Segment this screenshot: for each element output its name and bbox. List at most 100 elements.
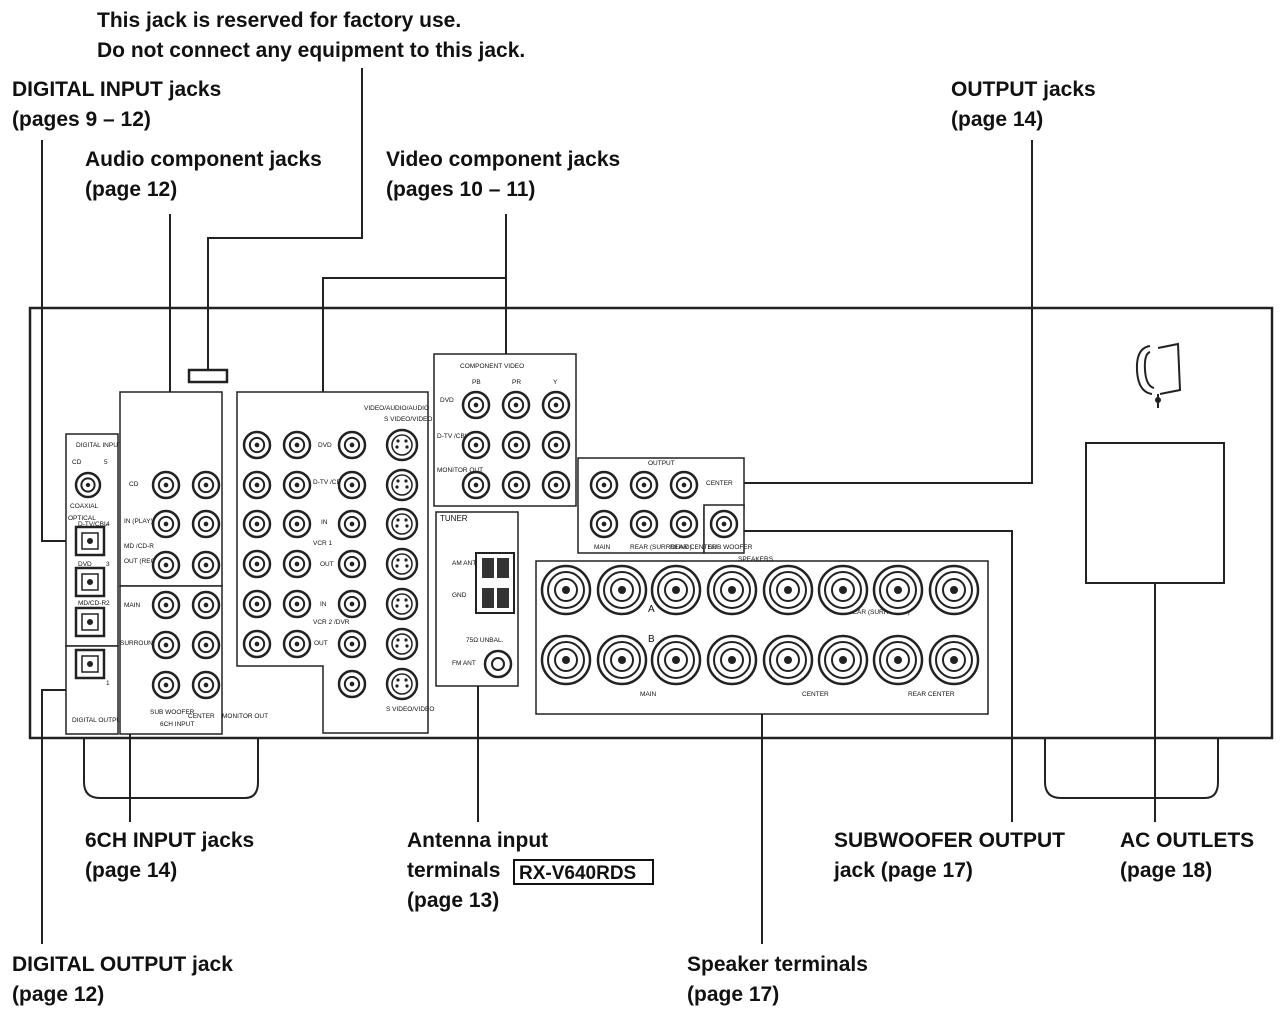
gnd-terminal-2	[497, 588, 509, 608]
video-audio-jack	[242, 470, 272, 500]
label-digital-output: DIGITAL OUTPUT	[72, 717, 125, 724]
video-audio-jack	[337, 589, 367, 619]
label-out-center: CENTER	[706, 480, 733, 487]
optical-jack	[74, 525, 106, 557]
video-audio-jack	[282, 589, 312, 619]
component-jack	[541, 470, 571, 500]
left-foot	[83, 738, 259, 799]
label-coaxial: COAXIAL	[70, 503, 99, 510]
component-jack	[461, 430, 491, 460]
label-6ch-center: CENTER	[188, 713, 215, 720]
callout-subwoofer-line2: jack (page 17)	[833, 859, 973, 882]
svideo-jacks	[385, 428, 419, 701]
callout-ac-outlets: AC OUTLETS	[1120, 829, 1254, 852]
callout-audio-component-page: (page 12)	[85, 178, 177, 201]
label-6ch-input: 6CH INPUT	[160, 721, 194, 728]
binding-post	[650, 634, 702, 686]
leader-factory-jack	[207, 68, 363, 370]
label-sp-main: MAIN	[640, 691, 657, 698]
binding-post	[706, 564, 758, 616]
speaker-binding-posts	[540, 564, 980, 686]
label-out-rear-center: REAR CENTER	[670, 544, 717, 551]
label-sp-a: A	[648, 604, 655, 615]
audio-jack	[151, 550, 181, 580]
output-jack	[589, 509, 619, 539]
label-sp-rear-surround: REAR (SURROUND)	[848, 609, 910, 616]
subwoofer-output-jack	[709, 509, 739, 539]
am-terminal	[482, 558, 494, 578]
rca-jacks	[74, 390, 739, 700]
label-optical: OPTICAL	[68, 515, 96, 522]
num-5: 5	[104, 459, 108, 466]
binding-post	[596, 634, 648, 686]
label-v-vcr2: VCR 2 /DVR	[313, 619, 350, 626]
audio-jack	[191, 550, 221, 580]
s-video-jack	[385, 428, 419, 462]
callout-video-component: Video component jacks	[386, 148, 620, 171]
label-di-dvd: DVD	[78, 561, 92, 568]
label-v-in2: IN	[320, 601, 327, 608]
label-di-cd: CD	[72, 459, 82, 466]
s-video-jack	[385, 587, 419, 621]
num-3: 3	[106, 561, 110, 568]
factory-note-line1: This jack is reserved for factory use.	[97, 9, 461, 32]
label-pb: PB	[472, 379, 481, 386]
label-6ch-surround: SURROUND	[120, 640, 158, 647]
video-audio-jack	[282, 509, 312, 539]
component-jack	[501, 430, 531, 460]
component-jack	[461, 470, 491, 500]
label-v-vcr1: VCR 1	[313, 540, 333, 547]
s-video-jack	[385, 667, 419, 701]
callout-output: OUTPUT jacks	[951, 78, 1096, 101]
binding-post	[540, 564, 592, 616]
video-audio-jack	[337, 430, 367, 460]
binding-post	[872, 564, 924, 616]
callout-6ch-input-page: (page 14)	[85, 859, 177, 882]
callout-audio-component: Audio component jacks	[85, 148, 322, 171]
digital-io-section: DIGITAL INPUT CD 5 COAXIAL OPTICAL D-TV/…	[65, 433, 125, 735]
audio-jack	[191, 470, 221, 500]
label-sp-rear-center: REAR CENTER	[908, 691, 955, 698]
video-audio-jack	[242, 589, 272, 619]
ac-outlet	[1085, 442, 1225, 584]
binding-post	[928, 564, 980, 616]
label-am-ant: AM ANT	[452, 560, 476, 567]
callout-digital-input: DIGITAL INPUT jacks	[12, 78, 221, 101]
label-fm-ant: FM ANT	[452, 660, 476, 667]
callout-ac-outlets-page: (page 18)	[1120, 859, 1212, 882]
audio-jack	[151, 509, 181, 539]
callout-video-component-page: (pages 10 – 11)	[386, 178, 535, 201]
callout-speaker-terminals: Speaker terminals	[687, 953, 868, 976]
6ch-jack	[151, 590, 181, 620]
component-jack	[501, 390, 531, 420]
label-v-dtv: D-TV /CBL	[313, 479, 345, 486]
leader-digital-input	[41, 140, 66, 542]
video-audio-jack	[242, 430, 272, 460]
leader-digital-output	[41, 689, 66, 944]
label-video-audio-header: VIDEO/AUDIO/AUDIO	[364, 405, 429, 412]
factory-jack	[187, 368, 229, 384]
binding-post	[872, 634, 924, 686]
model-badge-box	[513, 859, 654, 885]
label-audio-out-rec: OUT (REC)	[124, 558, 157, 565]
video-audio-jack	[337, 629, 367, 659]
coaxial-jack	[74, 471, 102, 499]
binding-post	[540, 634, 592, 686]
6ch-jack	[151, 630, 181, 660]
binding-post	[762, 634, 814, 686]
video-audio-jack	[337, 549, 367, 579]
label-cv-dtv: D-TV /CBL	[437, 433, 469, 440]
label-out-main: MAIN	[594, 544, 611, 551]
label-6ch-main: MAIN	[124, 602, 141, 609]
label-gnd: GND	[452, 592, 467, 599]
label-digital-input: DIGITAL INPUT	[76, 442, 122, 449]
callout-digital-output-page: (page 12)	[12, 983, 104, 1006]
output-jack	[629, 470, 659, 500]
video-audio-jack	[337, 470, 367, 500]
label-audio-cd: CD	[129, 481, 139, 488]
callout-digital-output: DIGITAL OUTPUT jack	[12, 953, 233, 976]
label-component-video: COMPONENT VIDEO	[460, 363, 524, 370]
binding-post	[817, 564, 869, 616]
binding-post	[706, 634, 758, 686]
label-cv-monitor-out: MONITOR OUT	[437, 467, 483, 474]
